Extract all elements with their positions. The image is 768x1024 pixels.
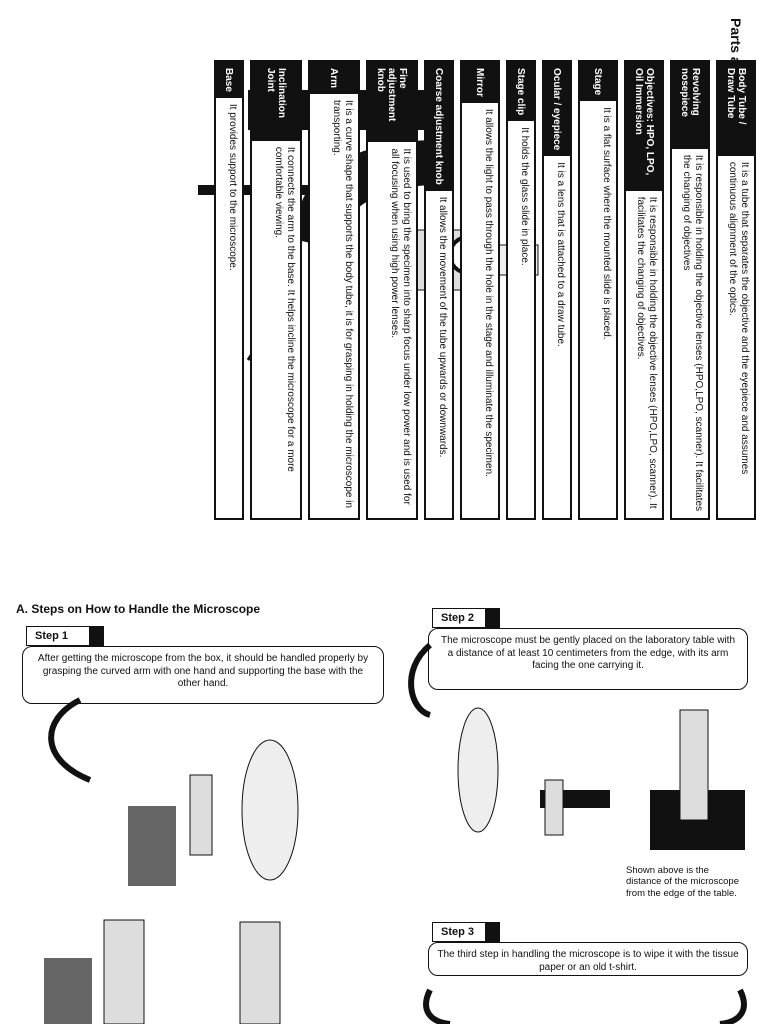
step1-box: After getting the microscope from the bo… xyxy=(22,646,384,704)
label-objectives-name: Objectives: HPO, LPO, Oil Immersion xyxy=(626,62,662,191)
label-coarse-adjustment: Coarse adjustment knob It allows the mov… xyxy=(424,60,454,520)
label-revolving-nosepiece: Revolving nosepiece It is responsible in… xyxy=(670,60,710,520)
rotated-diagram-layer: Parts and Function of the Microscope Bod… xyxy=(198,18,756,520)
step2-caption: Shown above is the distance of the micro… xyxy=(626,865,740,899)
step1-arrow xyxy=(48,697,92,783)
label-arm-desc: It is a curve shape that supports the bo… xyxy=(331,100,354,509)
label-arm-name: Arm xyxy=(310,62,358,95)
label-arm: Arm It is a curve shape that supports th… xyxy=(308,60,360,520)
label-stage-clip-desc: It holds the glass slide in place. xyxy=(519,127,530,266)
step1-bar xyxy=(89,627,103,645)
label-coarse-adjustment-name: Coarse adjustment knob xyxy=(426,62,452,191)
label-objectives-desc: It is responsible in holding the objecti… xyxy=(635,196,658,509)
step3-bar xyxy=(485,923,499,941)
label-base-desc: It provides support to the microscope. xyxy=(227,103,238,271)
step2-label: Step 2 xyxy=(441,612,475,624)
step3-box: The third step in handling the microscop… xyxy=(428,942,748,976)
label-mirror: Mirror It allows the light to pass throu… xyxy=(460,60,500,520)
step2-bar xyxy=(485,609,499,627)
label-objectives: Objectives: HPO, LPO, Oil Immersion It i… xyxy=(624,60,664,520)
label-base-name: Base xyxy=(216,62,242,98)
label-ocular-desc: It is a lens that is attached to a draw … xyxy=(555,162,566,347)
label-stage-name: Stage xyxy=(580,62,616,102)
label-stage-clip-name: Stage clip xyxy=(508,62,534,122)
bottom-microscope-b xyxy=(239,921,281,1024)
label-ocular-name: Ocular / eyepiece xyxy=(544,62,570,157)
step2-box: The microscope must be gently placed on … xyxy=(428,628,748,690)
label-coarse-adjustment-desc: It allows the movement of the tube upwar… xyxy=(437,196,448,458)
label-base: Base It provides support to the microsco… xyxy=(214,60,244,520)
step1-box-image xyxy=(128,806,176,886)
bottom-microscope-a xyxy=(103,919,145,1024)
step1-label: Step 1 xyxy=(35,630,69,642)
label-stage-clip: Stage clip It holds the glass slide in p… xyxy=(506,60,536,520)
label-inclination-joint-name: Inclination Joint xyxy=(252,62,300,141)
steps-section: A. Steps on How to Handle the Microscope… xyxy=(0,560,768,1024)
step2-header: Step 2 xyxy=(432,608,500,628)
label-body-tube-name: Body Tube / Draw Tube xyxy=(718,62,754,156)
step3-arrow-right xyxy=(719,988,747,1024)
steps-heading: A. Steps on How to Handle the Microscope xyxy=(16,602,261,616)
label-inclination-joint: Inclination Joint It connects the arm to… xyxy=(250,60,302,520)
step2-microscope-b xyxy=(679,709,709,821)
label-fine-adjustment-desc: It is used to bring the specimen into sh… xyxy=(389,148,412,505)
microscope-diagram: Parts and Function of the Microscope Bod… xyxy=(198,18,756,520)
label-fine-adjustment: Fine adjustment knob It is used to bring… xyxy=(366,60,418,520)
label-mirror-name: Mirror xyxy=(462,62,498,103)
step1-microscope xyxy=(189,774,213,856)
step1-header: Step 1 xyxy=(26,626,104,646)
step2-arrow xyxy=(408,642,433,718)
steps-illustrations xyxy=(44,642,747,1024)
label-mirror-desc: It allows the light to pass through the … xyxy=(483,108,494,477)
label-inclination-joint-desc: It connects the arm to the base. It help… xyxy=(273,146,296,472)
step3-header: Step 3 xyxy=(432,922,500,942)
step2-person xyxy=(457,707,499,833)
label-revolving-nosepiece-name: Revolving nosepiece xyxy=(672,62,708,149)
label-ocular: Ocular / eyepiece It is a lens that is a… xyxy=(542,60,572,520)
label-fine-adjustment-name: Fine adjustment knob xyxy=(368,62,416,143)
bottom-box-image xyxy=(44,958,92,1024)
label-body-tube-desc: It is a tube that separates the objectiv… xyxy=(727,161,750,475)
label-stage-desc: It is a flat surface where the mounted s… xyxy=(601,107,612,340)
label-body-tube: Body Tube / Draw Tube It is a tube that … xyxy=(716,60,756,520)
step2-microscope-a xyxy=(544,779,564,836)
label-revolving-nosepiece-desc: It is responsible in holding the objecti… xyxy=(681,154,704,512)
step1-person xyxy=(241,739,299,881)
step3-label: Step 3 xyxy=(441,926,475,938)
step3-arrow-left xyxy=(423,988,451,1024)
label-stage: Stage It is a flat surface where the mou… xyxy=(578,60,618,520)
